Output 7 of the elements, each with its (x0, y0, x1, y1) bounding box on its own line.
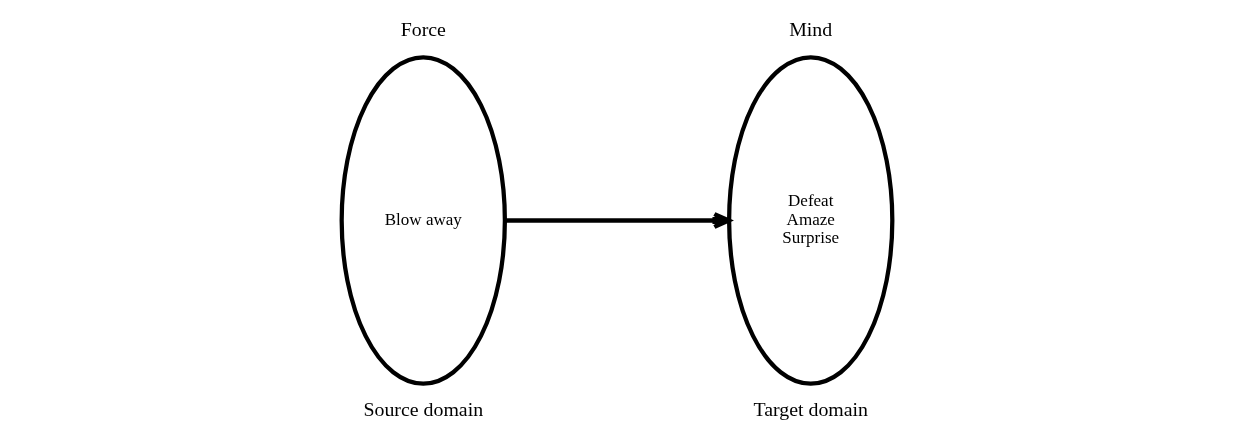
node-ellipse: Defeat Amaze Surprise (727, 55, 895, 386)
node-ellipse: Blow away (339, 55, 507, 386)
node-label: Force (400, 17, 446, 40)
node-label: Source domain (363, 397, 484, 420)
arrow (505, 212, 731, 229)
node-label: Mind (789, 17, 833, 40)
node-label: Target domain (753, 397, 869, 420)
